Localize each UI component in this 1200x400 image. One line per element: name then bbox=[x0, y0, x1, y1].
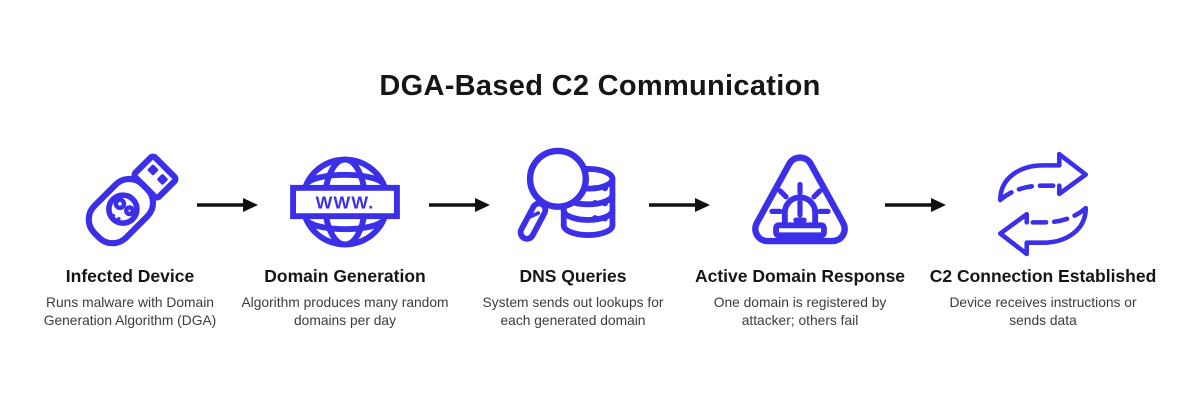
step-dns-queries: DNS Queries System sends out lookups for… bbox=[458, 142, 688, 330]
flow-arrow-1 bbox=[196, 196, 260, 214]
step-description: System sends out lookups for each genera… bbox=[482, 295, 664, 329]
step-infected-device: Infected Device Runs malware with Domain… bbox=[15, 142, 245, 330]
step-c2-connection: C2 Connection Established Device receive… bbox=[913, 142, 1173, 330]
step-label: Domain Generation bbox=[264, 266, 426, 286]
step-description: Algorithm produces many random domains p… bbox=[241, 295, 449, 329]
step-domain-generation: WWW. Domain Generation Algorithm produce… bbox=[230, 142, 460, 330]
step-description: One domain is registered by attacker; ot… bbox=[713, 295, 887, 329]
siren-alert-icon bbox=[740, 142, 860, 262]
flow-arrow-3 bbox=[648, 196, 712, 214]
flow-arrow-4 bbox=[884, 196, 948, 214]
globe-www-icon: WWW. bbox=[286, 142, 404, 262]
globe-banner-text: WWW. bbox=[316, 192, 375, 212]
magnifier-database-icon bbox=[515, 142, 631, 262]
flow-arrow-2 bbox=[428, 196, 492, 214]
page-title: DGA-Based C2 Communication bbox=[379, 70, 821, 102]
step-label: Active Domain Response bbox=[694, 266, 906, 286]
step-label: DNS Queries bbox=[519, 266, 627, 286]
step-label: C2 Connection Established bbox=[929, 266, 1157, 286]
step-label: Infected Device bbox=[65, 266, 195, 286]
usb-malware-icon bbox=[74, 142, 186, 262]
step-active-domain-response: Active Domain Response One domain is reg… bbox=[680, 142, 920, 330]
sync-arrows-icon bbox=[986, 142, 1100, 262]
step-description: Runs malware with Domain Generation Algo… bbox=[43, 295, 217, 329]
step-description: Device receives instructions or sends da… bbox=[949, 295, 1137, 329]
